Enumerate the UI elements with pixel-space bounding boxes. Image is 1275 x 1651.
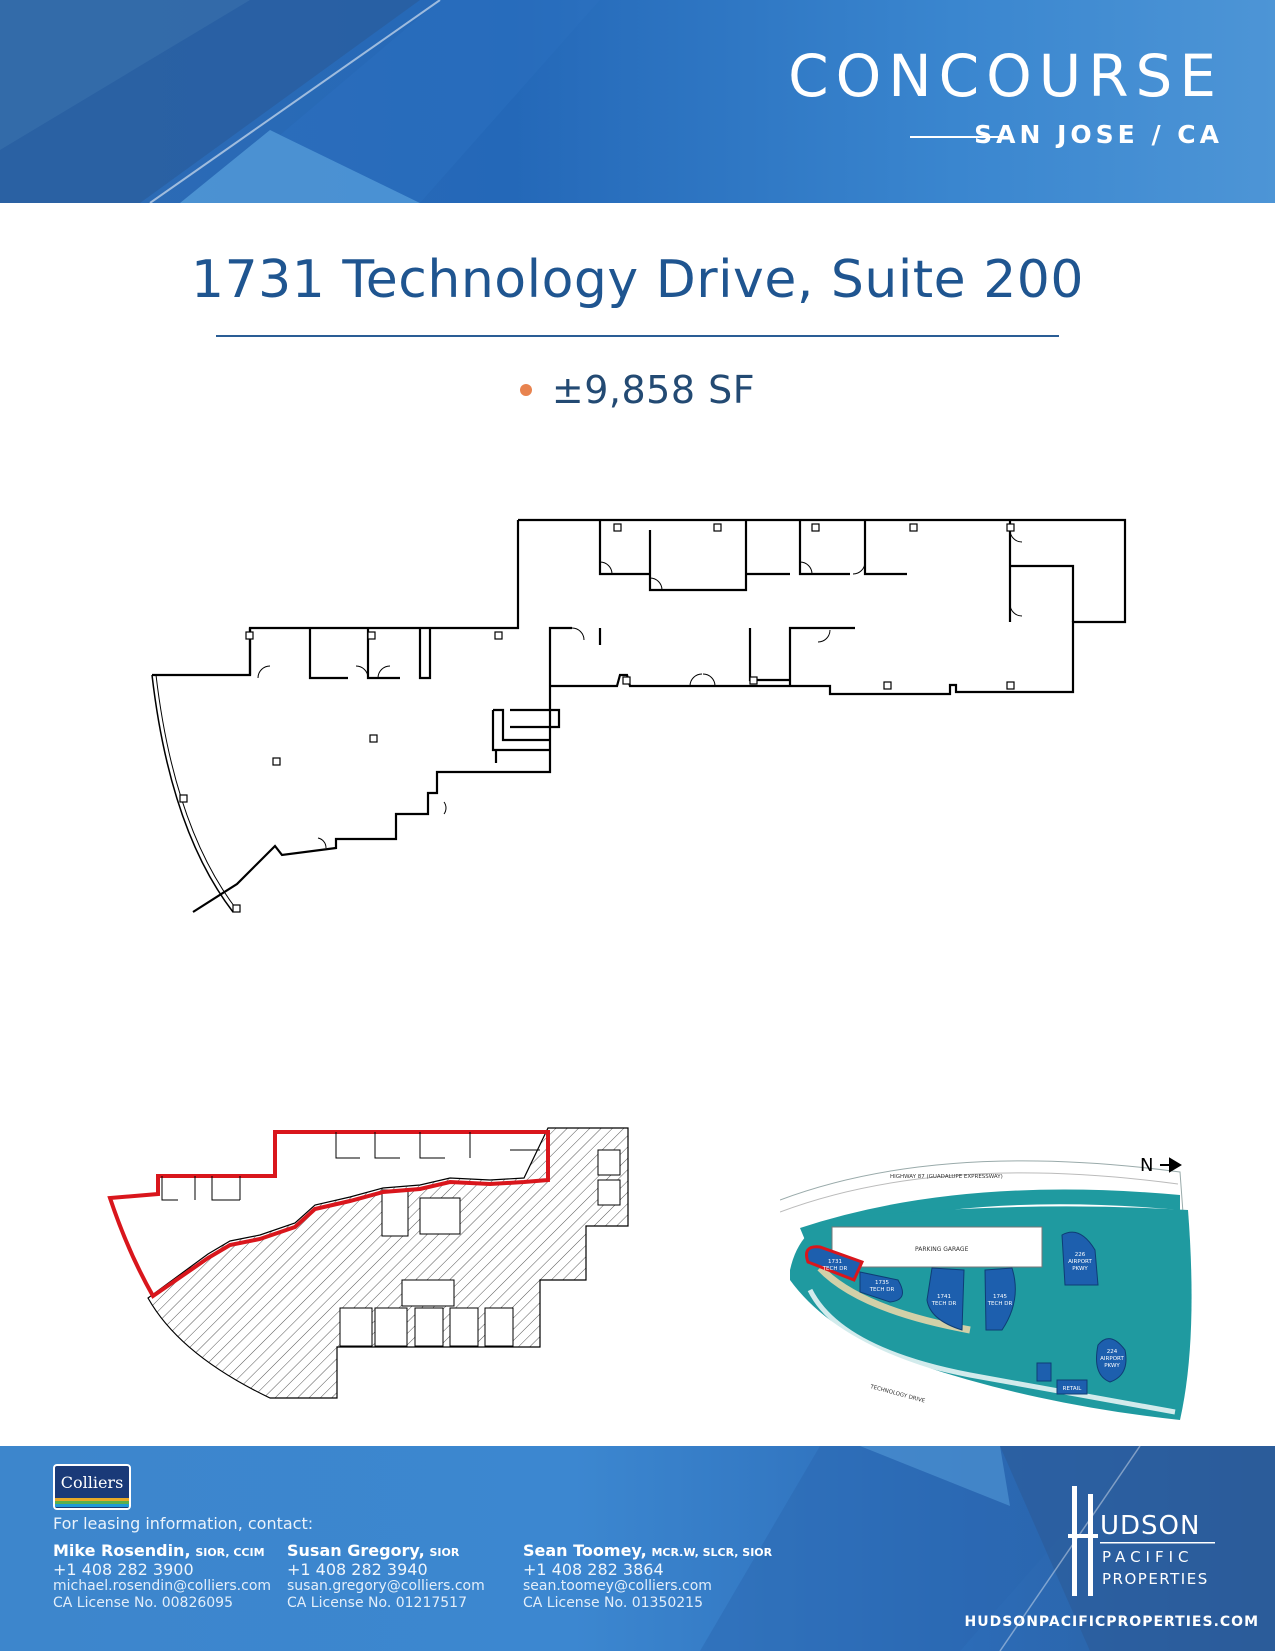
contact-phone: +1 408 282 3864 — [523, 1560, 664, 1579]
keyplan-other-tenants — [147, 1127, 629, 1399]
parking-garage — [831, 1226, 1043, 1268]
title-divider — [216, 335, 1059, 337]
contact-license: CA License No. 01350215 — [523, 1595, 703, 1611]
north-arrow-icon — [1160, 1157, 1182, 1173]
listing-size-line: ±9,858 SF — [0, 368, 1275, 412]
contact-email: michael.rosendin@colliers.com — [53, 1578, 272, 1594]
bldg-label-224-sub2: PKWY — [1104, 1363, 1120, 1369]
brand-divider — [910, 136, 1008, 138]
building-224 — [1096, 1338, 1127, 1383]
hudson-pacific-logo: UDSON PACIFIC PROPERTIES — [1068, 1486, 1215, 1596]
contact-credentials: SIOR, CCIM — [195, 1546, 265, 1559]
contact-phone: +1 408 282 3900 — [53, 1560, 194, 1579]
colliers-logo-text: Colliers — [60, 1473, 124, 1492]
highway-label: HIGHWAY 87 (GUADALUPE EXPRESSWAY) — [890, 1174, 1003, 1180]
bldg-label-retail: RETAIL — [1063, 1386, 1083, 1392]
header-decoration — [0, 0, 600, 203]
bldg-label-226: 226 — [1075, 1252, 1086, 1258]
building-1741 — [926, 1267, 965, 1331]
contact-card: Sean Toomey, MCR.W, SLCR, SIOR +1 408 28… — [523, 1542, 772, 1612]
building-retail — [1056, 1379, 1088, 1395]
building-small — [1036, 1362, 1052, 1382]
north-label: N — [1140, 1155, 1153, 1176]
bldg-label-1741-sub: TECH DR — [931, 1301, 957, 1307]
highway-band — [800, 1189, 1180, 1240]
suite-floor-plan — [151, 518, 1127, 913]
bldg-label-1745: 1745 — [993, 1294, 1007, 1300]
contact-email: susan.gregory@colliers.com — [287, 1578, 485, 1594]
contact-license: CA License No. 01217517 — [287, 1595, 467, 1611]
keyplan-suite-highlight — [107, 1130, 550, 1299]
building-1731-highlight — [805, 1245, 865, 1282]
building-226 — [1061, 1231, 1099, 1286]
bldg-label-226-sub: AIRPORT — [1068, 1259, 1092, 1265]
building-1735 — [859, 1271, 903, 1303]
contact-license: CA License No. 00826095 — [53, 1595, 233, 1611]
parking-garage-label: PARKING GARAGE — [915, 1246, 969, 1253]
hudson-logo-word2: PACIFIC — [1102, 1548, 1194, 1566]
brand-subtitle: SAN JOSE / CA — [974, 120, 1223, 149]
contact-credentials: MCR.W, SLCR, SIOR — [651, 1546, 773, 1559]
building-key-plan — [107, 1127, 629, 1399]
brand-title: CONCOURSE — [788, 42, 1223, 110]
bldg-label-226-sub2: PKWY — [1072, 1266, 1088, 1272]
listing-title: 1731 Technology Drive, Suite 200 — [191, 250, 1084, 310]
footer-banner: Colliers For leasing information, contac… — [0, 1446, 1275, 1651]
floorplan-perimeter — [192, 518, 1127, 913]
contact-card: Susan Gregory, SIOR +1 408 282 3940 susa… — [287, 1542, 485, 1612]
bldg-label-1741: 1741 — [937, 1294, 951, 1300]
contact-credentials: SIOR — [429, 1546, 460, 1559]
site-map: PARKING GARAGE 1731 TECH DR 1735 TECH DR… — [780, 1155, 1192, 1420]
bldg-label-1735-sub: TECH DR — [869, 1287, 895, 1293]
listing-size: ±9,858 SF — [551, 368, 756, 412]
bullet-dot-icon — [519, 383, 532, 396]
building-1745 — [984, 1267, 1016, 1331]
hudson-website-link[interactable]: HUDSONPACIFICPROPERTIES.COM — [964, 1614, 1259, 1630]
contact-name: Sean Toomey, — [523, 1541, 647, 1560]
bldg-label-224-sub: AIRPORT — [1100, 1356, 1124, 1362]
colliers-logo: Colliers — [53, 1464, 131, 1510]
bldg-label-1731-sub: TECH DR — [822, 1266, 848, 1272]
contact-email: sean.toomey@colliers.com — [523, 1578, 712, 1594]
hudson-logo-word3: PROPERTIES — [1102, 1570, 1209, 1588]
bldg-label-1745-sub: TECH DR — [987, 1301, 1013, 1307]
street-label: TECHNOLOGY DRIVE — [869, 1384, 927, 1405]
contact-intro: For leasing information, contact: — [53, 1514, 314, 1533]
bldg-label-1731: 1731 — [828, 1259, 842, 1265]
contact-card: Mike Rosendin, SIOR, CCIM +1 408 282 390… — [53, 1542, 271, 1612]
contact-name: Susan Gregory, — [287, 1541, 425, 1560]
contact-phone: +1 408 282 3940 — [287, 1560, 428, 1579]
contact-name: Mike Rosendin, — [53, 1541, 191, 1560]
hudson-logo-word1: UDSON — [1100, 1511, 1200, 1541]
footer-decoration — [700, 1446, 1275, 1651]
bldg-label-224: 224 — [1107, 1349, 1118, 1355]
listing-title-block: 1731 Technology Drive, Suite 200 — [0, 250, 1275, 310]
bldg-label-1735: 1735 — [875, 1280, 889, 1286]
header-banner: CONCOURSE SAN JOSE / CA — [0, 0, 1275, 203]
